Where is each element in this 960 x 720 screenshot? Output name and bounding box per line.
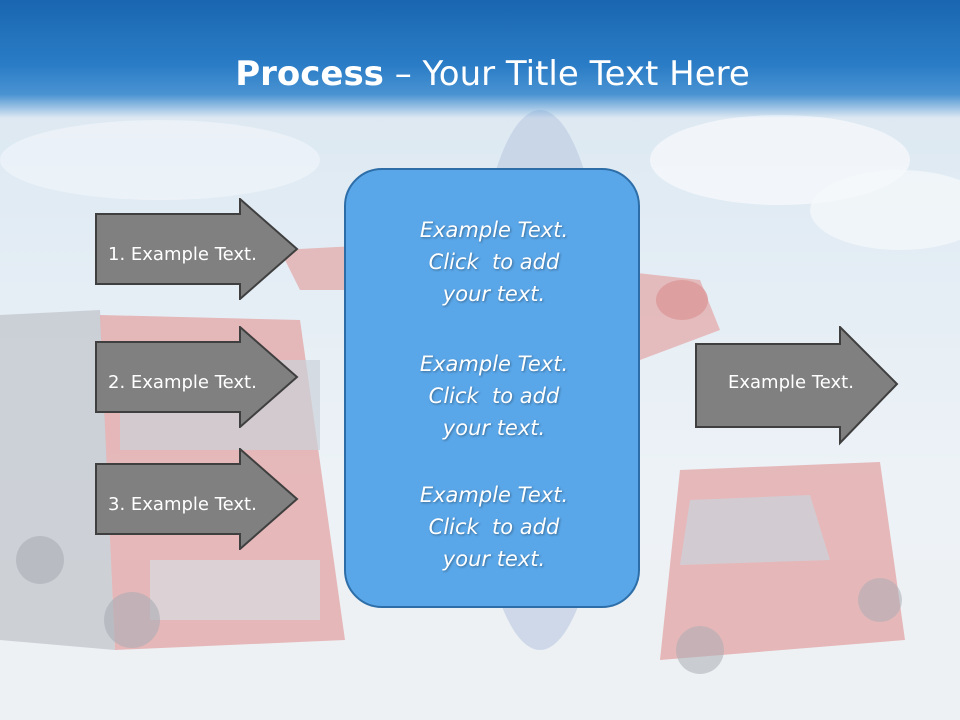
arrow-shape [695, 326, 899, 446]
van-wheel [676, 626, 724, 674]
center-line: your text. [442, 282, 546, 306]
truck-wheel [104, 592, 160, 648]
right-arrow[interactable]: Example Text. [695, 326, 899, 446]
arrow-label: Example Text. [728, 372, 854, 393]
left-arrow-1[interactable]: 1. Example Text. [95, 198, 299, 300]
cloud [0, 120, 320, 200]
center-line: Click to add [428, 515, 560, 539]
slide-title[interactable]: Process – Your Title Text Here [0, 52, 960, 96]
arrow-shape [95, 448, 299, 550]
header-bar [0, 0, 960, 118]
arrow-shape [95, 326, 299, 428]
center-text-block-2: Example Text. Click to add your text. [346, 348, 642, 444]
arrow-shape [95, 198, 299, 300]
arrow-label: 1. Example Text. [108, 244, 257, 265]
airplane-engine [656, 280, 708, 320]
van-windshield [680, 495, 830, 565]
left-arrow-3[interactable]: 3. Example Text. [95, 448, 299, 550]
center-text-box[interactable]: Example Text. Click to add your text. Ex… [344, 168, 640, 608]
truck-wheel [16, 536, 64, 584]
center-line: your text. [442, 547, 546, 571]
center-text-block-1: Example Text. Click to add your text. [346, 214, 642, 310]
center-line: Example Text. [419, 218, 569, 242]
left-arrow-2[interactable]: 2. Example Text. [95, 326, 299, 428]
center-line: Example Text. [419, 483, 569, 507]
cloud [810, 170, 960, 250]
title-rest: – Your Title Text Here [383, 54, 750, 94]
center-line: Click to add [428, 384, 560, 408]
title-bold: Process [235, 54, 384, 94]
center-line: Click to add [428, 250, 560, 274]
van-wheel [858, 578, 902, 622]
arrow-label: 3. Example Text. [108, 494, 257, 515]
center-line: your text. [442, 416, 546, 440]
center-line: Example Text. [419, 352, 569, 376]
arrow-label: 2. Example Text. [108, 372, 257, 393]
center-text-block-3: Example Text. Click to add your text. [346, 479, 642, 575]
truck-grille [150, 560, 320, 620]
